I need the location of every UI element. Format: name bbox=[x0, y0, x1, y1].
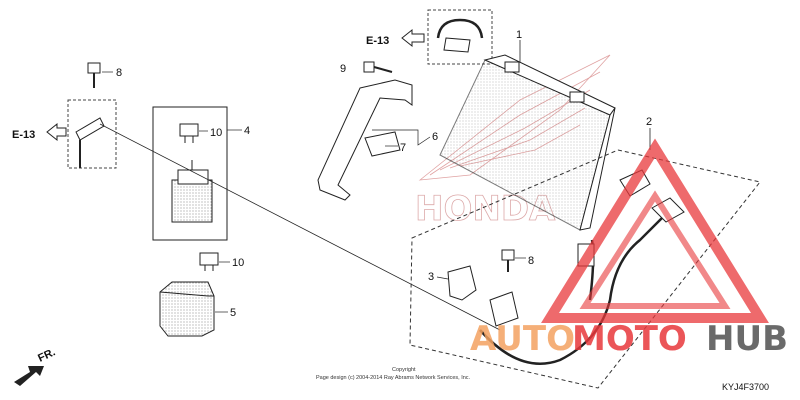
callout-9: 9 bbox=[340, 63, 346, 75]
callout-10a: 10 bbox=[210, 127, 222, 139]
callout-6: 6 bbox=[432, 131, 438, 143]
detail-box-top bbox=[427, 9, 493, 65]
e13-left-label: E-13 bbox=[12, 129, 35, 141]
relay-part-4 bbox=[171, 160, 213, 223]
callout-10b: 10 bbox=[232, 257, 244, 269]
callout-7: 7 bbox=[400, 142, 406, 154]
callout-3: 3 bbox=[428, 271, 434, 283]
callout-8b: 8 bbox=[528, 255, 534, 267]
fr-label: FR. bbox=[36, 346, 57, 364]
callout-2: 2 bbox=[646, 116, 652, 128]
callout-4: 4 bbox=[244, 125, 250, 137]
battery-part-1 bbox=[439, 54, 616, 231]
battery-band-part-6 bbox=[317, 79, 413, 201]
fuse-box-part-5 bbox=[159, 281, 215, 337]
front-direction-arrow: FR. bbox=[14, 346, 57, 386]
watermark-auto: AUTO bbox=[470, 319, 575, 359]
e13-top-ref: E-13 bbox=[366, 9, 493, 65]
watermark-hub: HUB bbox=[706, 319, 788, 359]
group-box-4 bbox=[152, 106, 228, 241]
bolt-part-8b bbox=[501, 249, 515, 272]
e13-top-label: E-13 bbox=[366, 35, 389, 47]
cable-group-box bbox=[409, 149, 761, 389]
bolt-part-9 bbox=[363, 61, 393, 73]
e13-left-ref: E-13 bbox=[12, 99, 117, 169]
fuse-part-10b bbox=[199, 252, 219, 271]
watermark-moto: MOTO bbox=[572, 319, 687, 359]
detail-box-left bbox=[67, 99, 117, 169]
callout-1: 1 bbox=[516, 29, 522, 41]
callout-8a: 8 bbox=[116, 67, 122, 79]
automotohub-watermark: AUTO MOTO HUB bbox=[470, 138, 788, 359]
diagram-code: KYJ4F3700 bbox=[722, 382, 769, 392]
cover-part-3 bbox=[447, 265, 477, 301]
copyright-line1: Copyright bbox=[392, 367, 416, 373]
fuse-part-10a bbox=[179, 123, 199, 143]
callout-5: 5 bbox=[230, 307, 236, 319]
bolt-part-8a bbox=[87, 62, 101, 88]
copyright-line2: Page design (c) 2004-2014 Ray Abrams Net… bbox=[316, 375, 471, 381]
